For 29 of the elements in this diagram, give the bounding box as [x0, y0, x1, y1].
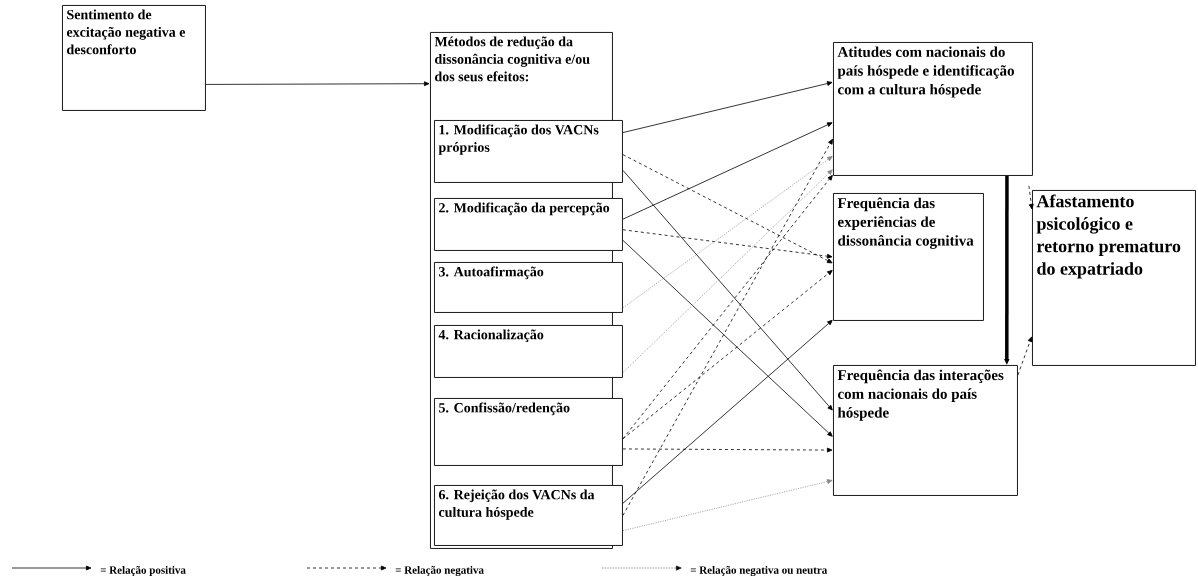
method-box: 6. Rejeição dos VACNs da cultura hóspede: [434, 485, 623, 546]
arrow: [622, 156, 833, 309]
arrow: [622, 81, 833, 133]
arrow: [622, 479, 833, 532]
concept-box: Sentimento de excitação negativa e desconforto: [62, 5, 206, 111]
concept-box: Frequência das interações com nacionais do país hóspede: [833, 365, 1018, 496]
arrow: [1028, 185, 1034, 210]
arrow: [622, 270, 833, 440]
arrow: [205, 81, 430, 87]
arrow: [622, 319, 833, 504]
method-box: 1. Modificação dos VACNs próprios: [434, 120, 623, 183]
legend-text: = Relação positiva: [100, 566, 186, 576]
legend-text: = Relação negativa: [395, 565, 484, 577]
method-box: 3. Autoafirmação: [434, 262, 623, 313]
arrow: [622, 154, 833, 264]
arrow: [622, 122, 833, 220]
arrow: [622, 169, 833, 373]
concept-box: Afastamento psicológico e retorno prematuro do expatriado: [1032, 190, 1196, 366]
arrow: [622, 447, 833, 453]
arrow: [622, 138, 833, 516]
method-box: 2. Modificação da percepção: [434, 198, 623, 251]
arrow: [622, 239, 833, 437]
method-box: 5. Confissão/redenção: [434, 398, 623, 466]
method-box: 4. Racionalização: [434, 325, 623, 378]
legend-text: = Relação negativa ou neutra: [690, 565, 828, 577]
arrow: [1017, 336, 1033, 376]
concept-box: Atitudes com nacionais do país hóspede e identificação com a cultura hóspede: [833, 42, 1033, 176]
concept-box: Frequência das experiências de dissonância cognitiva: [833, 193, 984, 321]
arrow: [622, 229, 833, 259]
